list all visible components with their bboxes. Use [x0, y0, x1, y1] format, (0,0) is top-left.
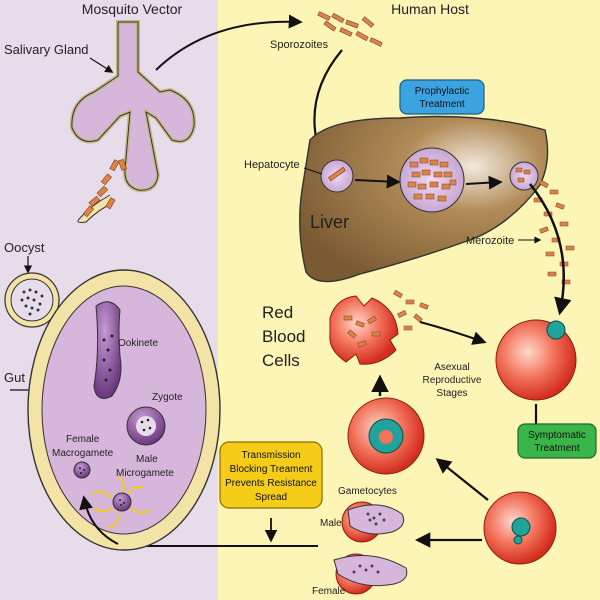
merozoites-to-rbc-arrow: [529, 183, 572, 316]
sporozoites-label: Sporozoites: [270, 39, 329, 51]
ookinete-label: Ookinete: [118, 338, 158, 349]
zygote-label: Zygote: [152, 392, 183, 403]
zygote: [126, 406, 166, 446]
rbc-label-line2: Blood: [262, 327, 305, 346]
female-gametocyte-label: Female: [312, 586, 346, 597]
rbc-label-line3: Cells: [262, 351, 300, 370]
salivary-gland-label: Salivary Gland: [4, 42, 89, 57]
fertilization-arrow: [79, 495, 119, 545]
mosquito-vector-header: Mosquito Vector: [82, 1, 183, 17]
gland-to-sporozoites-arrow: [155, 14, 303, 71]
rbc-trophozoite: [347, 397, 425, 475]
hepatocyte-to-schizont-arrow: [354, 174, 401, 189]
female-gametocyte: [333, 553, 408, 595]
svg-text:Treatment: Treatment: [534, 443, 579, 454]
gametocytes-label: Gametocytes: [338, 486, 397, 497]
svg-text:Prophylactic: Prophylactic: [415, 86, 469, 97]
liver-rupturing-cell: [509, 161, 539, 191]
female-macrogamete-line2: Macrogamete: [52, 448, 114, 459]
female-macrogamete: [73, 461, 91, 479]
svg-text:Spread: Spread: [255, 492, 287, 503]
symptomatic-treatment-callout: Symptomatic Treatment: [517, 423, 597, 459]
gut-label: Gut: [4, 370, 25, 385]
salivary-sporozoites: [82, 158, 127, 218]
hepatocyte-label: Hepatocyte: [244, 159, 300, 171]
svg-text:Transmission: Transmission: [241, 450, 300, 461]
ookinete: [93, 301, 122, 399]
rbc-label-line1: Red: [262, 303, 293, 322]
asexual-stages-line1: Asexual: [434, 362, 470, 373]
transmission-blocking-callout: Transmission Blocking Treament Prevents …: [219, 441, 323, 509]
merozoite-label: Merozoite: [466, 235, 514, 247]
male-gametocyte-label: Male: [320, 518, 342, 529]
liver-label: Liver: [310, 212, 349, 232]
merozoite-reinvade-arrow: [419, 321, 487, 345]
sporozoites-cluster: [317, 11, 383, 47]
rbc-ring-stage: [483, 491, 557, 565]
svg-text:Prevents Resistance: Prevents Resistance: [225, 478, 317, 489]
male-gametocyte: [341, 501, 405, 543]
hepatocyte-cell: [320, 159, 354, 193]
male-microgamete: [91, 475, 151, 529]
liver-schizont: [399, 147, 465, 213]
svg-text:Blocking Treament: Blocking Treament: [230, 464, 313, 475]
ring-to-trophozoite-arrow: [435, 458, 489, 501]
prophylactic-treatment-callout: Prophylactic Treatment: [399, 79, 485, 115]
schizont-to-merozoites-arrow: [465, 175, 503, 190]
svg-text:Treatment: Treatment: [419, 99, 464, 110]
female-macrogamete-line1: Female: [66, 434, 100, 445]
asexual-stages-line3: Stages: [436, 388, 467, 399]
male-microgamete-line2: Microgamete: [116, 468, 174, 479]
ruptured-rbc: [329, 289, 429, 365]
male-microgamete-line1: Male: [136, 454, 158, 465]
oocyst-cell: [4, 272, 60, 328]
oocyst-label: Oocyst: [4, 240, 45, 255]
rbc-infected-top: [495, 319, 577, 401]
human-host-header: Human Host: [391, 1, 469, 17]
svg-text:Symptomatic: Symptomatic: [528, 430, 586, 441]
asexual-stages-line2: Reproductive: [423, 375, 482, 386]
